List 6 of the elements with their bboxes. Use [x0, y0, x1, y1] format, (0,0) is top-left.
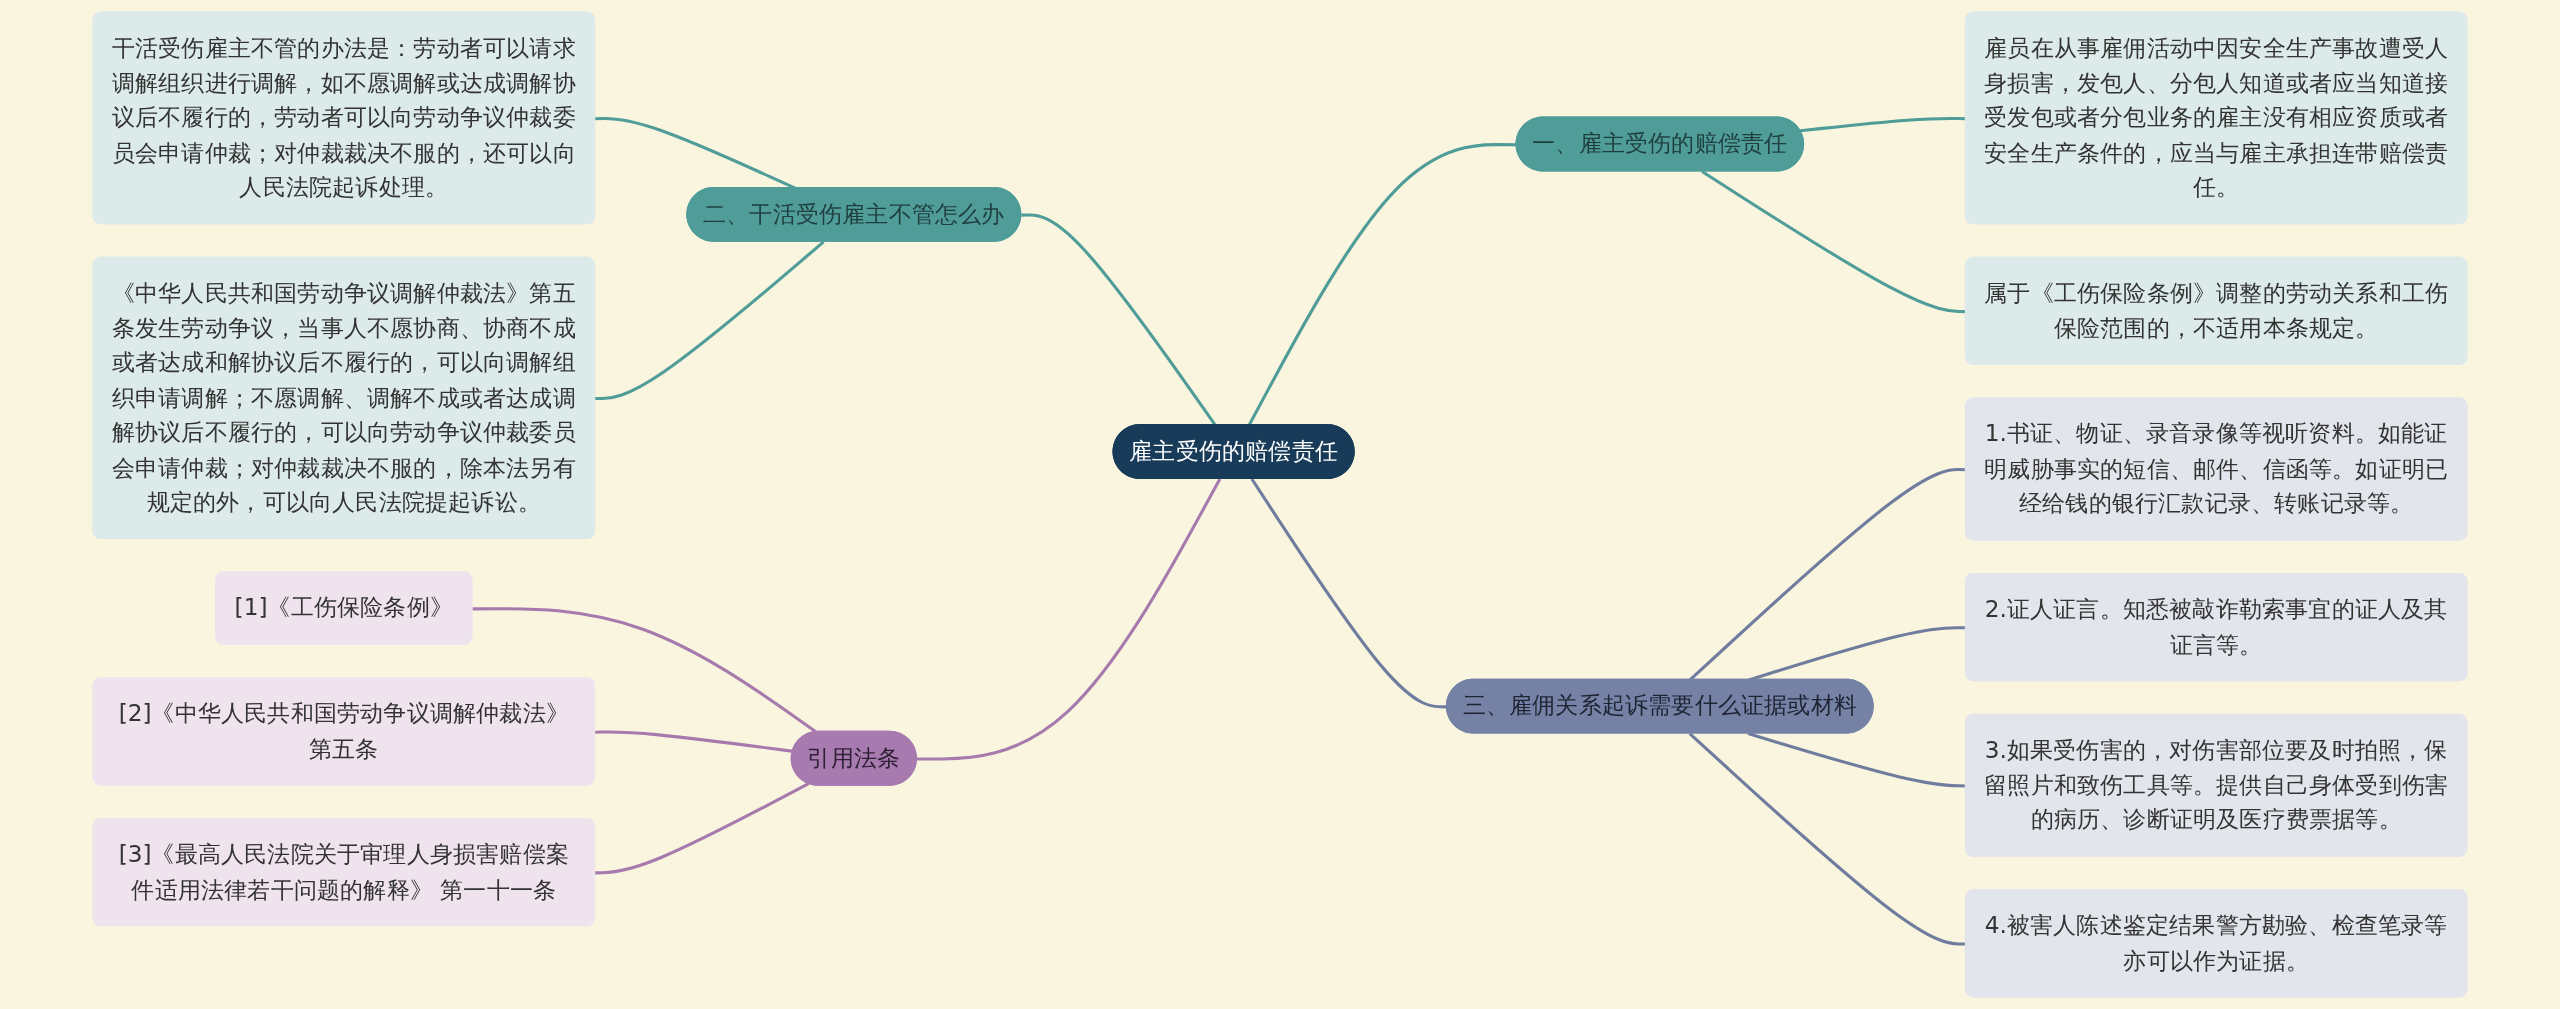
- connector: [472, 607, 818, 734]
- connector: [595, 730, 794, 753]
- connector: [1250, 478, 1448, 709]
- connector: [595, 782, 810, 875]
- connector: [595, 240, 825, 401]
- connector: [916, 478, 1222, 761]
